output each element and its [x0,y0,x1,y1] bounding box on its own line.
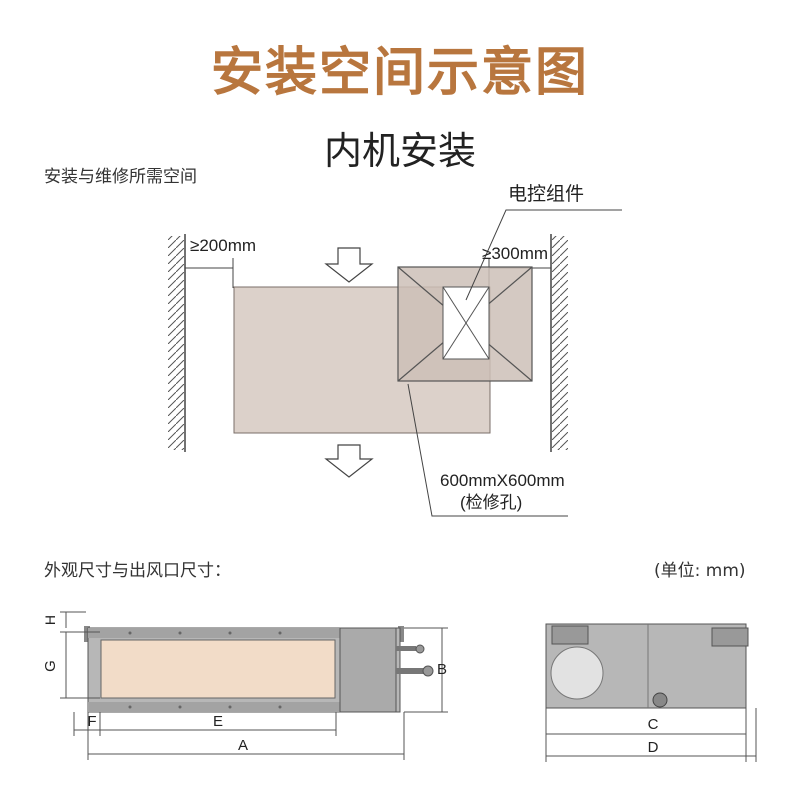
page-title: 安装空间示意图 [210,43,589,103]
air-inlet-arrow-icon [324,247,374,283]
dim-label-f: F [87,713,96,730]
side-dimension-lines [545,708,757,762]
section-subtitle: 内机安装 [323,129,476,173]
dim-label-b: B [437,661,447,678]
right-bracket [398,626,404,642]
dimensions-caption: 外观尺寸与出风口尺寸： [44,561,231,581]
pipe-connectors [396,644,434,677]
control-leader-line [465,209,622,301]
control-box-label: 电控组件 [508,183,584,205]
clearance-caption: 安装与维修所需空间 [44,167,197,187]
left-wall [168,234,186,452]
side-bracket-left [551,625,589,645]
air-outlet-arrow-icon [324,444,374,478]
access-leader-line [407,383,568,517]
dim-label-c: C [648,716,659,733]
right-wall [550,234,568,452]
access-name-label: (检修孔) [460,493,522,512]
front-dimension-lines [60,611,448,760]
air-outlet-panel [100,639,336,699]
unit-note: (单位: mm) [654,561,746,581]
dim-label-e: E [213,713,223,730]
drain-outlet [652,692,668,708]
fan-opening [550,646,604,700]
dim-label-d: D [648,739,659,756]
dim-label-g: G [42,660,59,672]
dim-label-h: H [42,615,58,625]
installation-space-diagram: ≥200mm ≥300mm 电控组件 600mmX600mm (检修孔) [168,183,622,517]
front-view [84,626,434,713]
left-clearance-dimension [185,258,234,288]
access-size-label: 600mmX600mm [440,471,565,490]
left-bracket [84,626,90,642]
left-clearance-label: ≥200mm [190,236,256,255]
side-bracket-right [711,627,749,647]
side-section [339,627,397,713]
dim-label-a: A [238,737,248,754]
right-clearance-label: ≥300mm [482,244,548,263]
side-view [545,623,749,709]
